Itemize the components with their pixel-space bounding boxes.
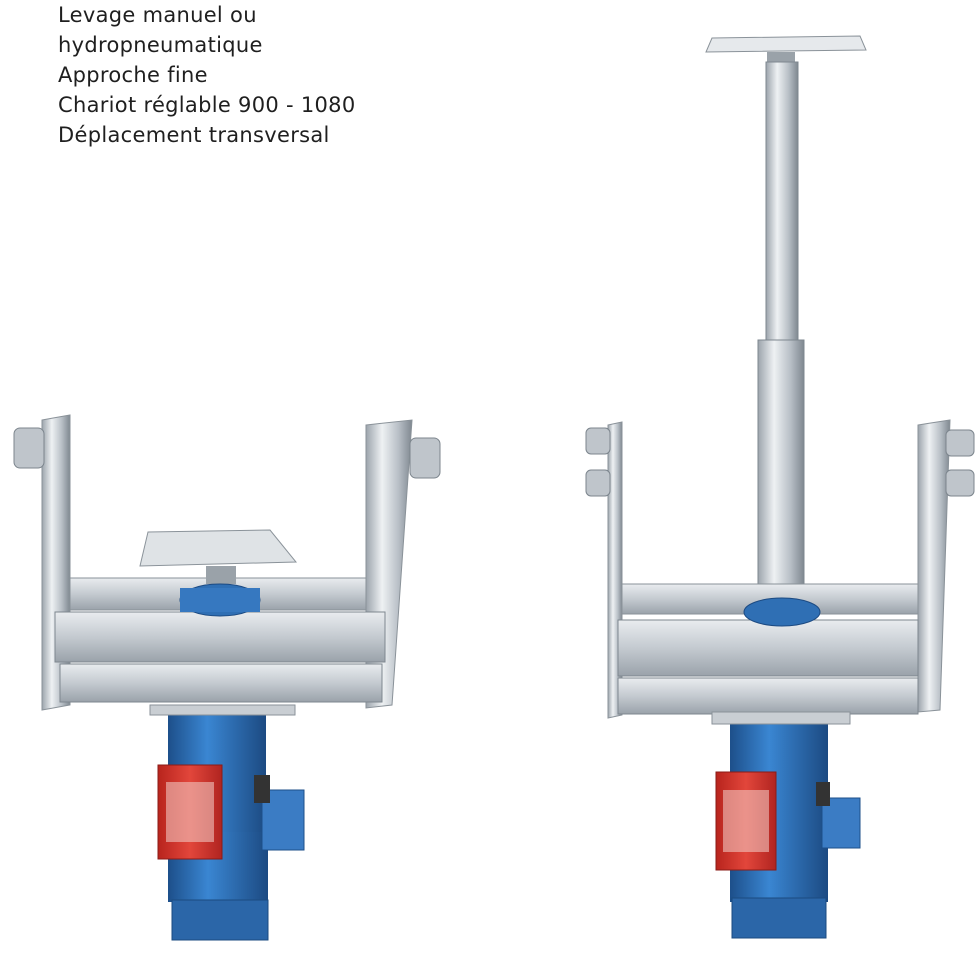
- feature-line-5: Déplacement transversal: [58, 123, 330, 147]
- feature-line-4: Chariot réglable 900 - 1080: [58, 93, 356, 117]
- feature-line-2: hydropneumatique: [58, 33, 263, 57]
- jack-extended: [585, 35, 975, 939]
- jack-retracted: [13, 414, 441, 941]
- feature-line-3: Approche fine: [58, 63, 208, 87]
- feature-line-1: Levage manuel ou: [58, 3, 257, 27]
- feature-list: Levage manuel ou hydropneumatique Approc…: [58, 0, 478, 150]
